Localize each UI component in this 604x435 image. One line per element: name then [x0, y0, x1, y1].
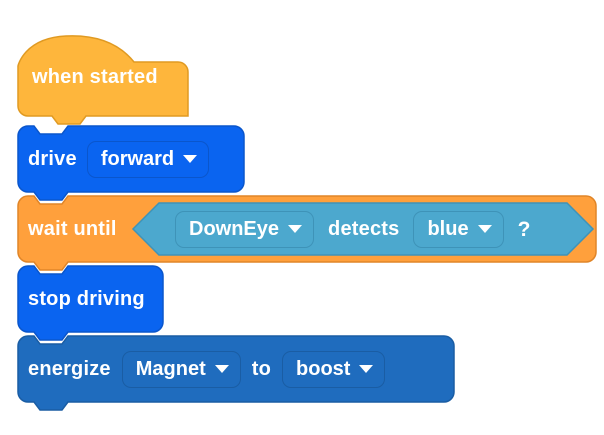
block-stop-driving[interactable]: stop driving — [17, 265, 164, 341]
magnet-device-dropdown[interactable]: Magnet — [121, 350, 241, 388]
magnet-mode-dropdown[interactable]: boost — [282, 350, 386, 388]
energize-connector-label: to — [251, 358, 272, 380]
magnet-device-value: Magnet — [135, 357, 206, 380]
block-when-started[interactable]: when started — [17, 34, 189, 125]
sensor-device-value: DownEye — [189, 217, 280, 240]
chevron-down-icon — [477, 225, 492, 233]
sensor-device-dropdown[interactable]: DownEye — [175, 210, 315, 248]
block-energize[interactable]: energize Magnet to boost — [17, 335, 455, 411]
block-detects-color[interactable]: DownEye detects blue ? — [131, 202, 595, 256]
chevron-down-icon — [288, 225, 303, 233]
block-drive[interactable]: drive forward — [17, 125, 245, 201]
detect-color-value: blue — [427, 217, 469, 240]
stop-driving-label: stop driving — [28, 288, 145, 310]
chevron-down-icon — [359, 365, 374, 373]
drive-direction-dropdown[interactable]: forward — [86, 140, 210, 178]
magnet-mode-value: boost — [296, 357, 351, 380]
wait-until-label: wait until — [28, 218, 117, 240]
stop-driving-shape — [17, 265, 164, 341]
drive-label: drive — [28, 148, 77, 170]
when-started-label: when started — [32, 66, 158, 88]
chevron-down-icon — [183, 155, 198, 163]
energize-label: energize — [28, 358, 111, 380]
drive-direction-value: forward — [100, 147, 175, 170]
when-started-shape — [17, 35, 189, 125]
question-mark-label: ? — [517, 217, 531, 241]
detect-color-dropdown[interactable]: blue — [413, 210, 504, 248]
detects-verb-label: detects — [328, 218, 400, 240]
chevron-down-icon — [214, 365, 229, 373]
block-wait-until[interactable]: wait until DownEye detects blue ? — [17, 195, 597, 271]
